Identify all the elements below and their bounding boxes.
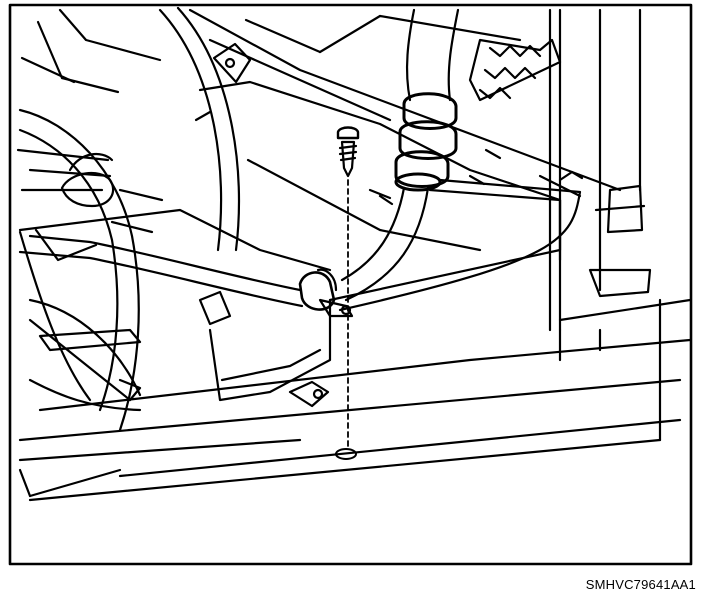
frame-border: [8, 3, 693, 566]
ac-hose: [18, 8, 582, 312]
radiator-frame: [18, 8, 692, 502]
fan-hub: [60, 171, 115, 208]
screw: [336, 126, 360, 178]
figure-code: SMHVC79641AA1: [585, 577, 696, 592]
mounting-hole: [335, 448, 357, 460]
fan-shroud: [16, 6, 241, 498]
bracket-details: [110, 110, 502, 326]
hose-clip: [298, 268, 354, 318]
